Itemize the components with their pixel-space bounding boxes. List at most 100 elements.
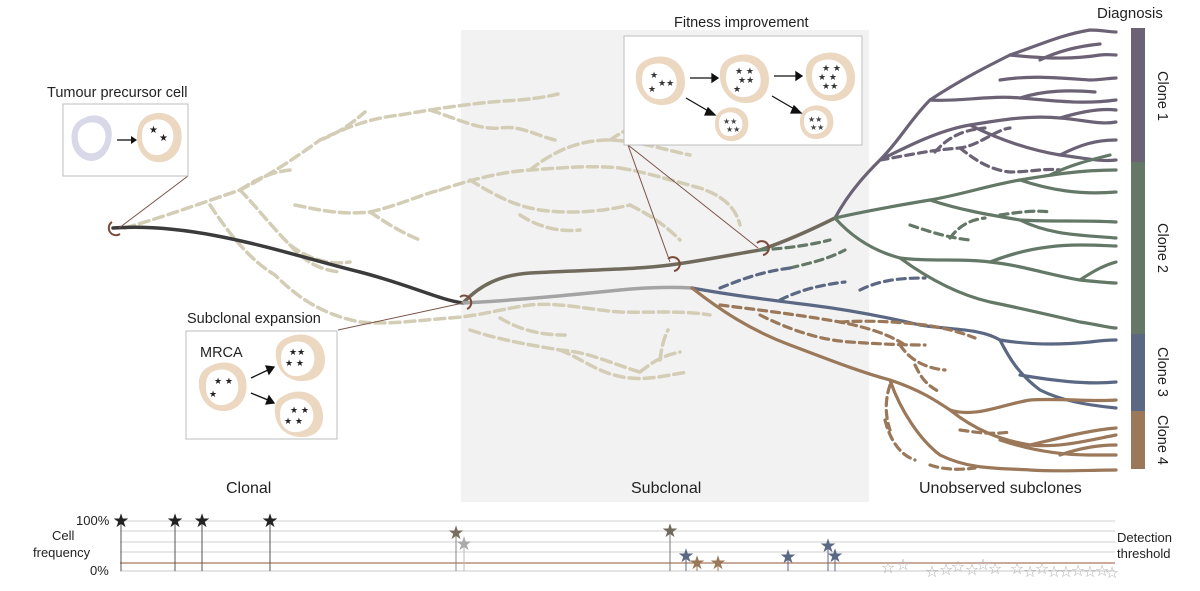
svg-text:★★: ★★ [738,76,754,86]
svg-text:★ ★: ★ ★ [735,67,754,77]
svg-text:☆: ☆ [1010,559,1024,578]
subclonal-section-label: Subclonal [631,480,701,497]
svg-text:☆: ☆ [1035,559,1049,578]
mrca-cell: ★ ★ ★ [198,362,247,412]
clone-4-mutation-star-icon: ★ [688,552,705,574]
clone-4-unobserved [718,303,1012,471]
cell-frequency-plot: 100% Cell frequency 0% Detection thresho… [33,510,1172,582]
clonal-mutation-star-icon: ★ [112,510,129,532]
fitness-node-ring-2 [756,240,770,256]
unobserved-lineages [123,92,742,381]
svg-text:★ ★: ★ ★ [818,73,837,83]
clone-3-mutation-star-icon: ★ [677,545,694,567]
svg-text:☆: ☆ [1105,563,1119,582]
svg-text:★ ★: ★ ★ [284,417,303,427]
clone-2-unobserved [758,209,1052,270]
clone-4-label: Clone 4 [1154,415,1170,465]
diagnosis-label: Diagnosis [1097,5,1163,22]
detection-label: Detection [1117,530,1172,545]
clone-3-bar [1131,334,1145,411]
fitness-cell-2: ★ ★ ★★ ★ [719,54,770,104]
cell-label: Cell [52,528,75,543]
clone-3-mutation-star-icon: ★ [819,535,836,557]
clone-2-branches [833,153,1118,330]
svg-text:★★: ★★ [810,123,824,132]
clone-1-label: Clone 1 [1154,71,1170,121]
clonal-trunk [111,225,465,305]
svg-text:☆: ☆ [988,559,1002,578]
svg-text:☆: ☆ [951,557,965,576]
fitness-cell-3: ★ ★ ★ ★ ★★ [805,52,856,102]
expansion-cell-1: ★★ ★ ★ [275,334,326,382]
svg-text:☆: ☆ [939,560,953,579]
mutated-cell: ★ ★ [137,112,182,163]
fitness-improvement-label: Fitness improvement [674,15,809,31]
clone-3-mutation-star-icon: ★ [779,546,796,568]
expansion-arrows [250,365,276,405]
subclonal-lineage-grey [461,285,694,305]
svg-text:☆: ☆ [1071,561,1085,580]
svg-text:★: ★ [648,85,656,95]
svg-text:☆: ☆ [1083,562,1097,581]
clone-1-bar [1131,28,1145,162]
clone-3-label: Clone 3 [1154,347,1170,397]
clone-2-label: Clone 2 [1154,223,1170,273]
clonal-mutation-star-icon: ★ [261,510,278,532]
percent-100-label: 100% [76,513,110,528]
fitness-node-ring-1 [667,256,681,272]
clone-4-branches [690,286,1118,473]
clone-4-mutation-star-icon: ★ [709,552,726,574]
clone-1-branches [833,28,1118,220]
svg-text:★★: ★★ [822,82,838,92]
subclonal-mutation-star-icon: ★ [661,520,678,542]
svg-text:☆: ☆ [896,555,910,574]
fitness-cell-1: ★ ★★ ★ [635,56,686,106]
svg-text:★ ★: ★ ★ [214,377,233,387]
subclonal-mutation-star-icon: ★ [447,522,464,544]
svg-text:★★: ★★ [289,348,305,358]
svg-text:★ ★: ★ ★ [822,64,841,74]
precursor-arrow [117,136,137,144]
svg-text:☆: ☆ [1095,561,1109,580]
svg-text:★: ★ [209,390,217,400]
mrca-label: MRCA [200,345,243,361]
precursor-node-ring [107,221,121,237]
fitness-cell-4: ★★ ★★ [715,107,749,142]
callout-connectors [118,144,759,331]
threshold-label: threshold [1117,546,1170,561]
clonal-mutation-star-icon: ★ [166,510,183,532]
subclonal-expansion-label: Subclonal expansion [187,311,321,327]
branch-point-markers [107,221,770,310]
clone-3-mutation-star-icon: ★ [826,545,843,567]
subclonal-lineage-dark [461,216,837,305]
svg-text:★★: ★★ [723,117,737,126]
mrca-node-ring [459,294,473,310]
precursor-cell [71,115,112,161]
svg-text:☆: ☆ [1047,562,1061,581]
svg-text:☆: ☆ [1023,562,1037,581]
clonal-mutation-star-icon: ★ [193,510,210,532]
svg-text:☆: ☆ [925,562,939,581]
mutation-star-icon: ★ [159,133,168,144]
expansion-cell-2: ★ ★ ★ ★ [274,391,324,437]
svg-text:☆: ☆ [965,560,979,579]
undetected-mutation-stars: ☆☆ ☆☆☆ ☆☆☆ ☆☆☆ ☆☆☆ ☆☆☆ [881,555,1119,582]
svg-text:★★: ★★ [808,115,822,124]
svg-text:☆: ☆ [881,558,895,577]
clonal-section-label: Clonal [226,480,271,497]
frequency-label: frequency [33,545,91,560]
fitness-arrows [685,70,804,116]
fitness-cell-5: ★★ ★★ [800,105,834,140]
svg-text:★ ★: ★ ★ [290,406,309,416]
svg-text:★ ★: ★ ★ [285,359,304,369]
clone-3-unobserved [718,266,927,302]
percent-0-label: 0% [90,563,109,578]
svg-text:★★: ★★ [658,79,674,89]
svg-text:☆: ☆ [1059,562,1073,581]
svg-text:★★: ★★ [726,125,740,134]
svg-text:★: ★ [650,71,658,81]
clone-2-bar [1131,162,1145,334]
svg-text:★: ★ [733,85,741,95]
subclonal-mutation-star-icon: ★ [455,533,472,555]
